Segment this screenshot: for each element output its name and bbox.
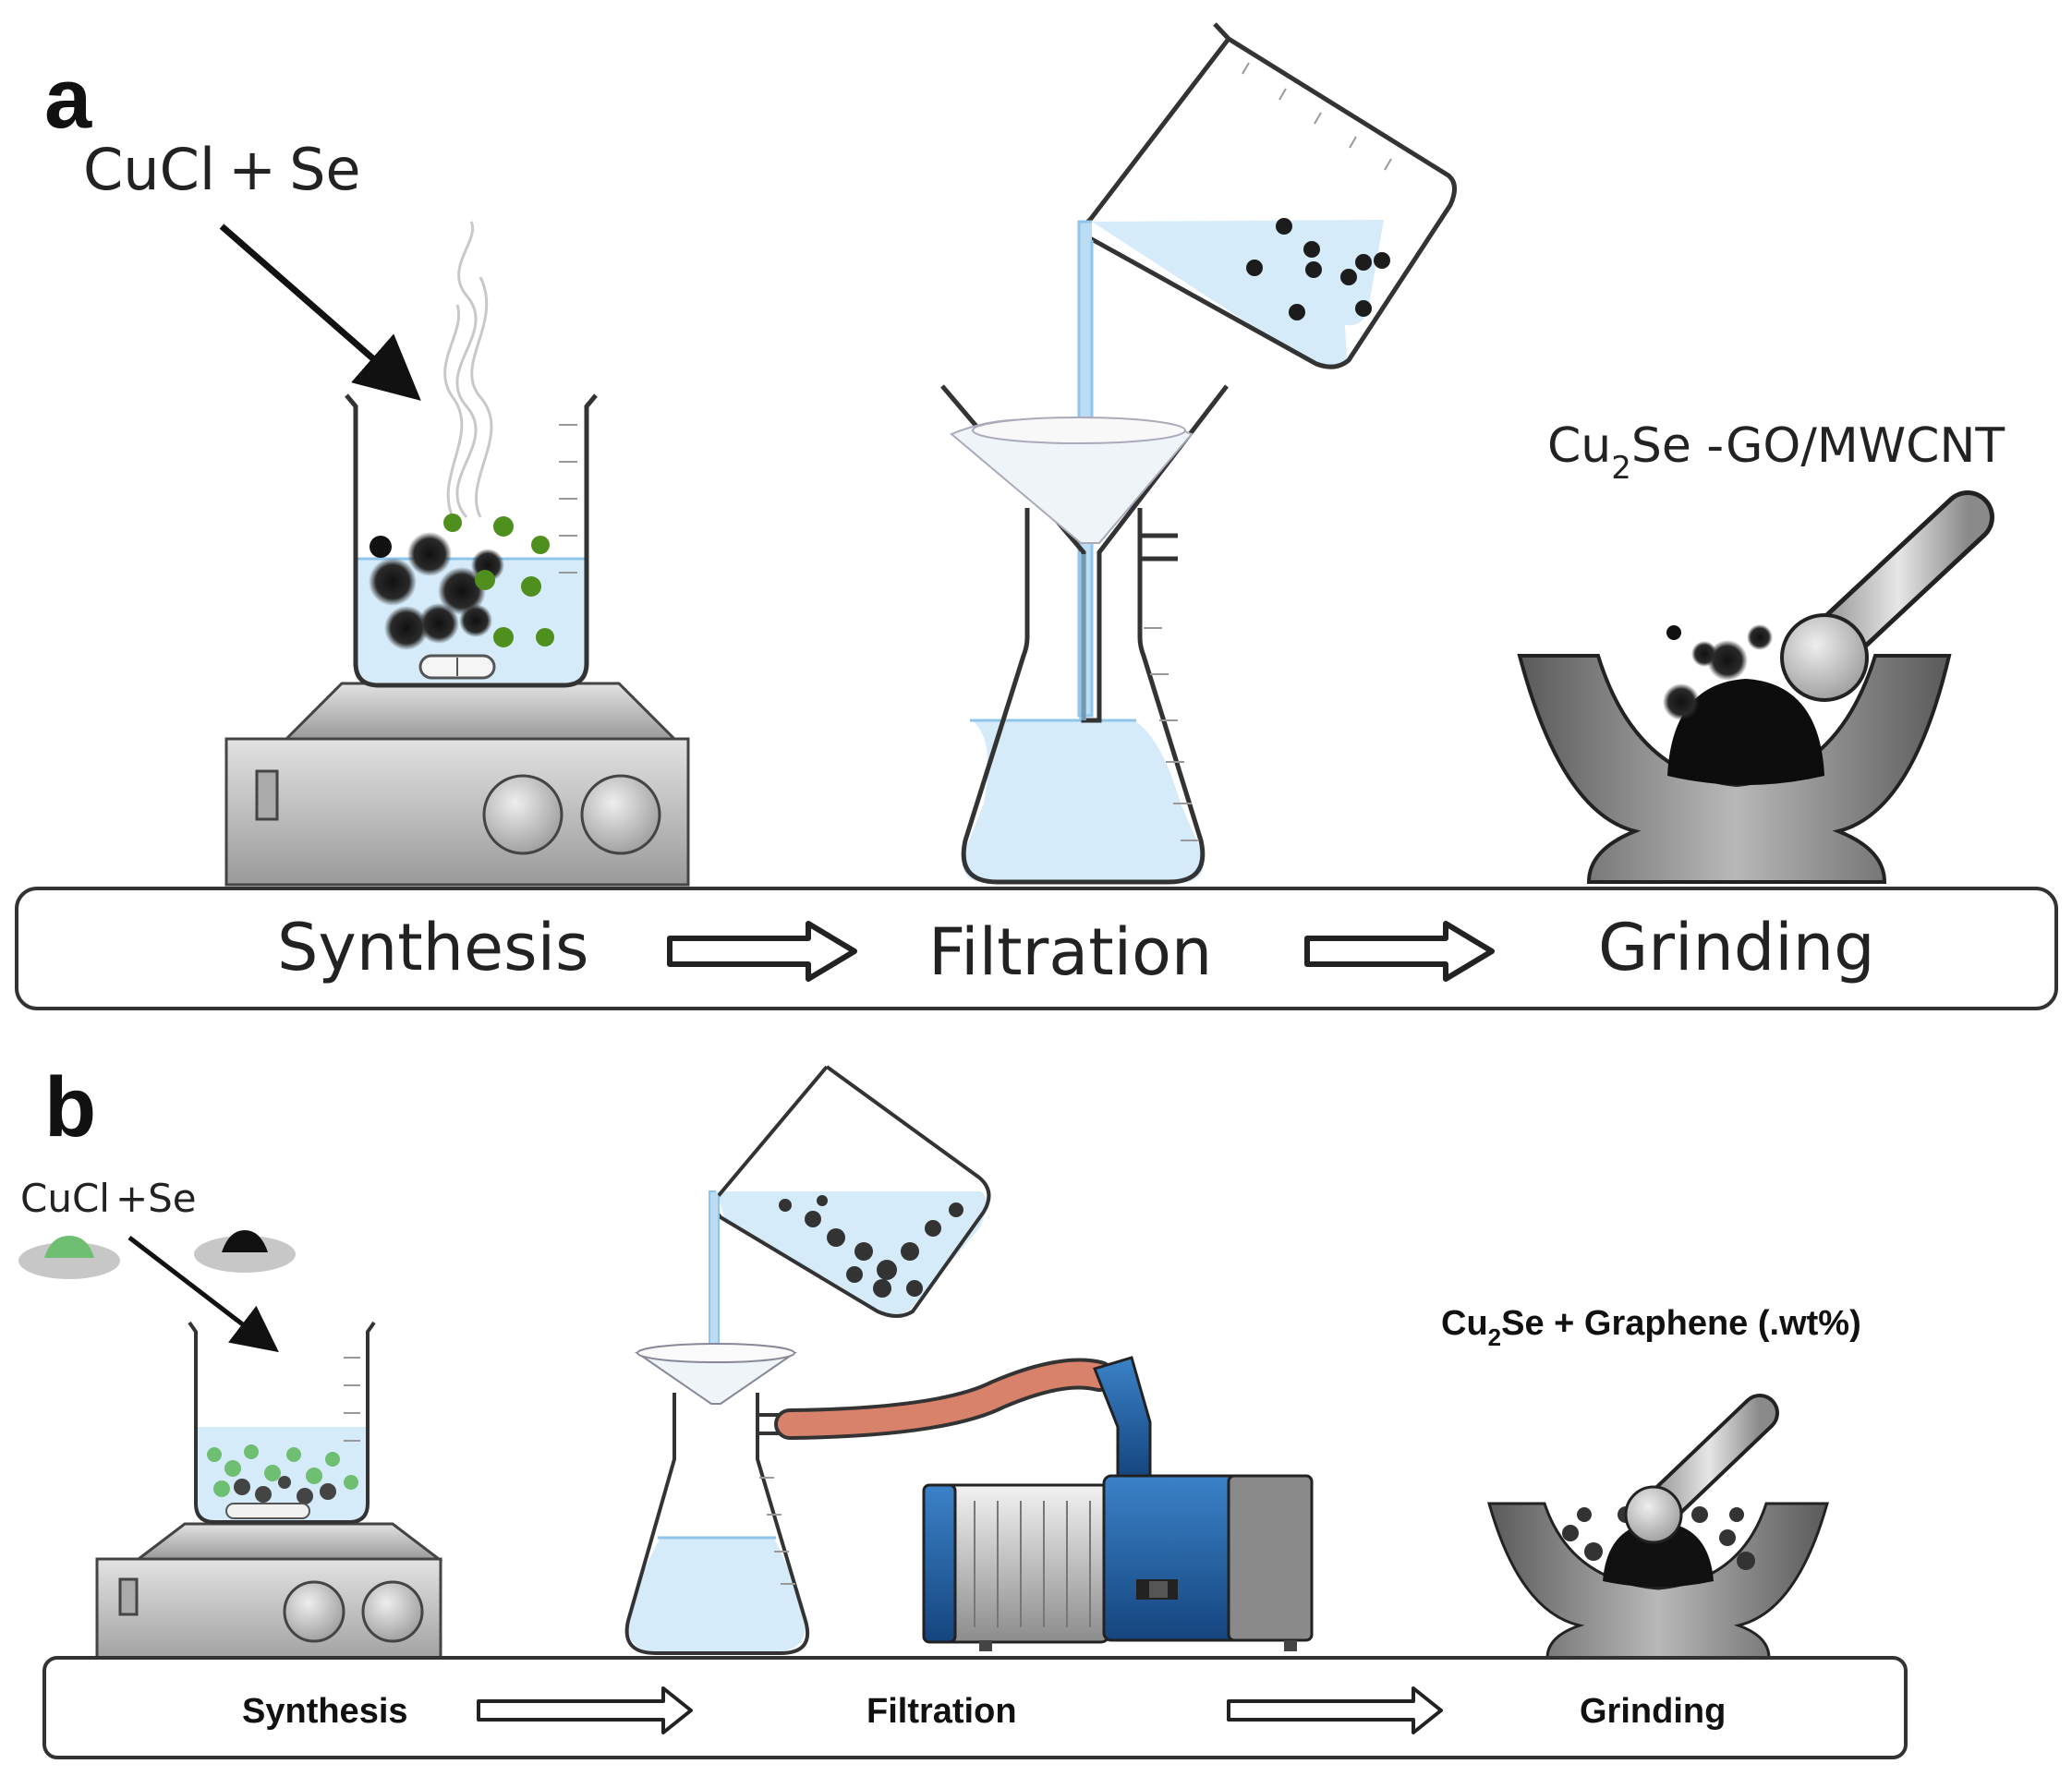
black-reagent-dish-icon xyxy=(194,1230,296,1273)
hotplate-stirrer-icon xyxy=(224,682,690,887)
panel-b-step-filtration: Filtration xyxy=(866,1692,1017,1731)
pouring-beaker-icon xyxy=(709,1065,991,1363)
panel-b-reagent-label: CuCl+Se xyxy=(20,1176,197,1221)
panel-b-step-grinding: Grinding xyxy=(1580,1692,1726,1731)
hollow-arrow-icon xyxy=(1227,1686,1443,1734)
panel-a-step-grinding: Grinding xyxy=(1598,910,1875,985)
hollow-arrow-icon xyxy=(477,1686,693,1734)
hotplate-stirrer-icon xyxy=(95,1522,443,1673)
panel-a-letter: a xyxy=(44,52,92,146)
erlenmeyer-flask-icon xyxy=(624,1393,810,1655)
panel-b-step-banner xyxy=(42,1656,1908,1759)
panel-b: b CuCl+Se xyxy=(18,1060,1908,1759)
panel-a-reagent-label: CuCl+Se xyxy=(83,136,361,203)
panel-a-step-synthesis: Synthesis xyxy=(277,910,589,985)
vacuum-pump-icon xyxy=(922,1356,1314,1651)
funnel-icon xyxy=(940,384,1229,723)
hollow-arrow-icon xyxy=(667,921,857,982)
hollow-arrow-icon xyxy=(1304,921,1495,982)
panel-a: a CuCl+Se xyxy=(15,22,2058,1010)
dark-particles xyxy=(369,532,504,650)
steam-icon xyxy=(443,221,493,518)
panel-b-product-label: Cu2Se + Graphene (.wt%) xyxy=(1441,1304,1861,1351)
panel-a-step-banner xyxy=(15,887,2058,1010)
green-particles xyxy=(443,513,554,647)
reagent-arrow xyxy=(219,224,421,401)
panel-a-step-filtration: Filtration xyxy=(928,914,1212,990)
beaker-icon xyxy=(188,1321,376,1524)
panel-b-step-synthesis: Synthesis xyxy=(242,1692,408,1731)
green-reagent-dish-icon xyxy=(18,1236,120,1279)
panel-b-letter: b xyxy=(44,1060,96,1154)
beaker-icon xyxy=(345,393,598,688)
funnel-icon xyxy=(634,1343,798,1405)
panel-a-product-label: Cu2Se -GO/MWCNT xyxy=(1547,418,2005,487)
mortar-pestle-icon xyxy=(1487,1394,1829,1660)
reagent-arrow xyxy=(127,1236,279,1353)
pouring-beaker-icon xyxy=(1077,22,1457,718)
mortar-pestle-icon xyxy=(1517,490,1994,884)
erlenmeyer-flask-icon xyxy=(961,508,1206,885)
